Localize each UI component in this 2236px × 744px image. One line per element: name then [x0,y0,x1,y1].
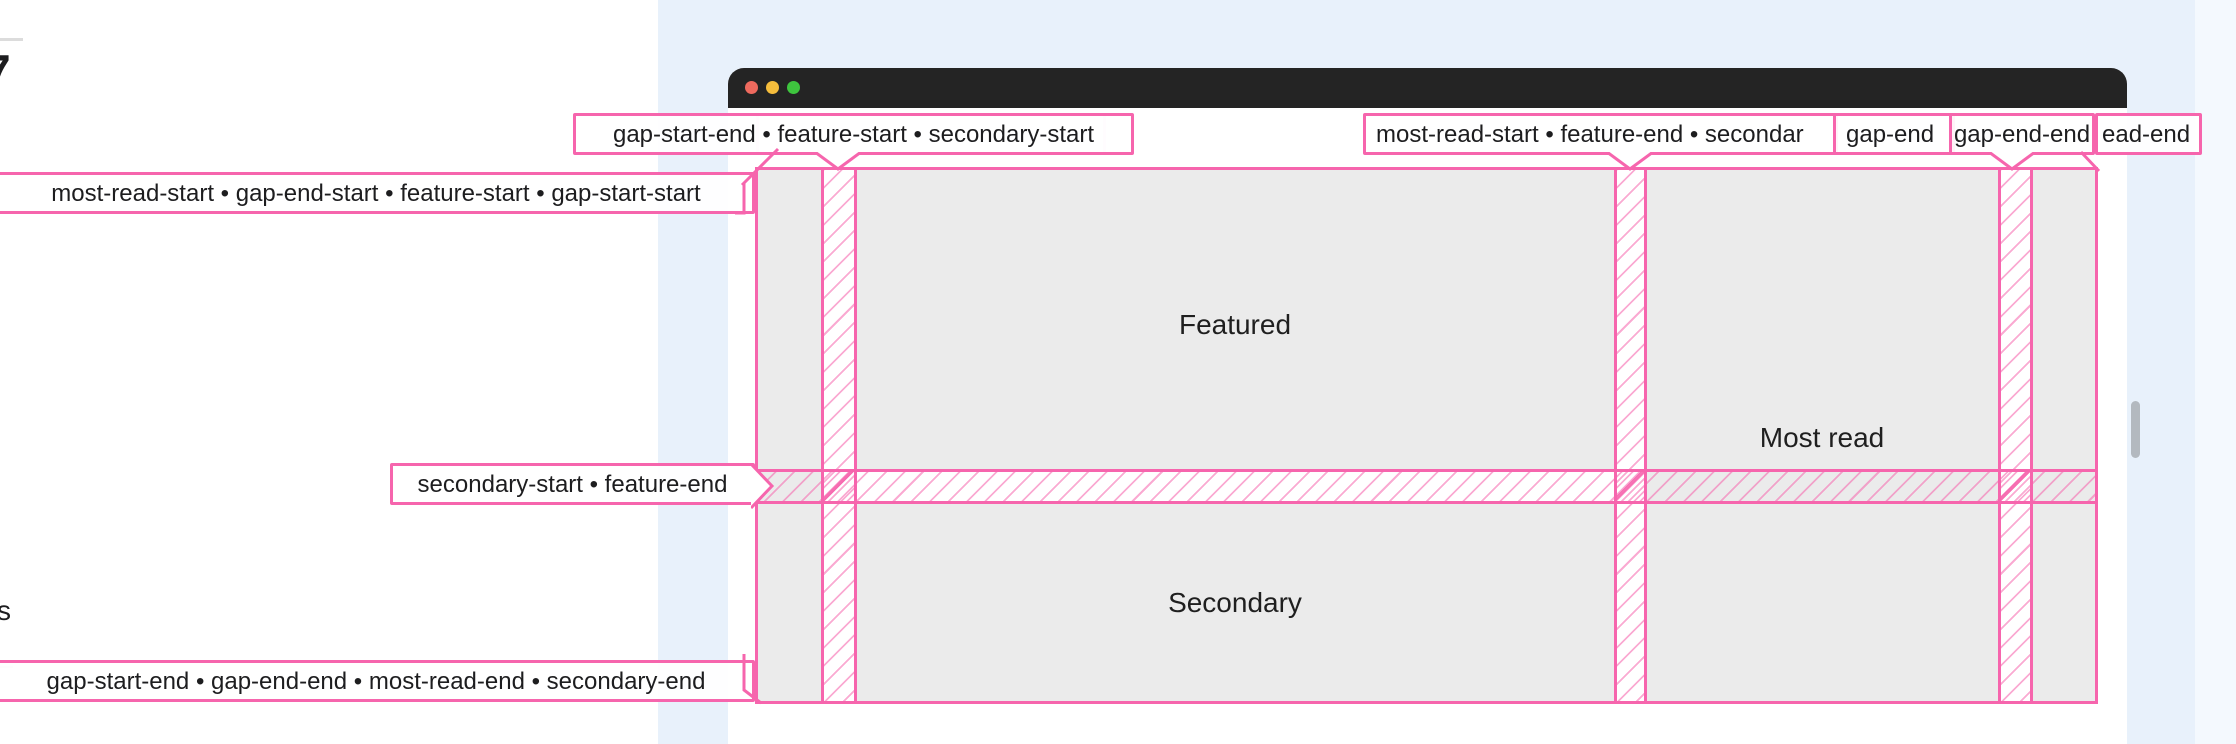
gap-hatch [1999,170,2031,701]
grid-line [853,170,857,701]
grid-line [758,468,2095,472]
gap-intersection-hatch [822,470,855,502]
area-label-featured: Featured [1178,309,1292,340]
grid-line [1643,170,1647,701]
grid-track-right-column [2031,170,2095,701]
grid-line [820,170,824,701]
grid-line-label-left-mid: secondary-start • feature-end [390,463,755,505]
area-label-secondary: Secondary [1168,587,1302,618]
grid-line-label-top-right-2: gap-end [1833,113,1955,155]
gap-intersection-hatch [1999,470,2031,502]
grid-line-label-left-bottom: gap-start-end • gap-end-end • most-read-… [0,660,755,702]
area-label-most-read: Most read [1759,422,1885,453]
grid-line-label-top-right-1: most-read-start • feature-end • secondar [1363,113,1838,155]
grid-line [2029,170,2033,701]
body-text-fragment: s [0,595,11,626]
zoom-button[interactable] [787,81,800,94]
close-button[interactable] [745,81,758,94]
flag-pointer-down [1988,152,2036,171]
scrollbar-thumb[interactable] [2131,401,2140,458]
browser-titlebar[interactable] [728,68,2127,108]
flag-leader-top-left [735,147,780,215]
minimize-button[interactable] [766,81,779,94]
grid-line-label-top-col: gap-start-end • feature-start • secondar… [573,113,1134,155]
gap-hatch [822,170,855,701]
grid-line [1613,170,1617,701]
grid-area-secondary [855,502,1615,701]
grid-line-label-top-right-3: gap-end-end [1949,113,2095,155]
flag-pointer-right [751,462,775,510]
gap-intersection-hatch [1615,470,1645,502]
gap-hatch [758,470,2095,502]
grid-line [1997,170,2001,701]
grid-line [758,500,2095,504]
flag-pointer-down [1606,152,1654,171]
heading-text-fragment: 7 [0,46,20,96]
grid-area-featured [855,170,1615,470]
grid-track-left-column [758,170,822,701]
page-divider-fragment [0,38,23,41]
grid-area-most-read [1645,170,1999,701]
flag-pointer-down [814,152,862,171]
embed-background-panel-edge [2195,0,2236,744]
gap-hatch [1615,170,1645,701]
flag-pointer-slant [2079,150,2101,173]
grid-overlay-diagram: Featured Most read Secondary [755,167,2098,704]
flag-leader-bottom-left [742,654,762,705]
grid-line-label-left-top: most-read-start • gap-end-start • featur… [0,172,755,214]
grid-line-label-top-right-4: ead-end [2095,113,2202,155]
